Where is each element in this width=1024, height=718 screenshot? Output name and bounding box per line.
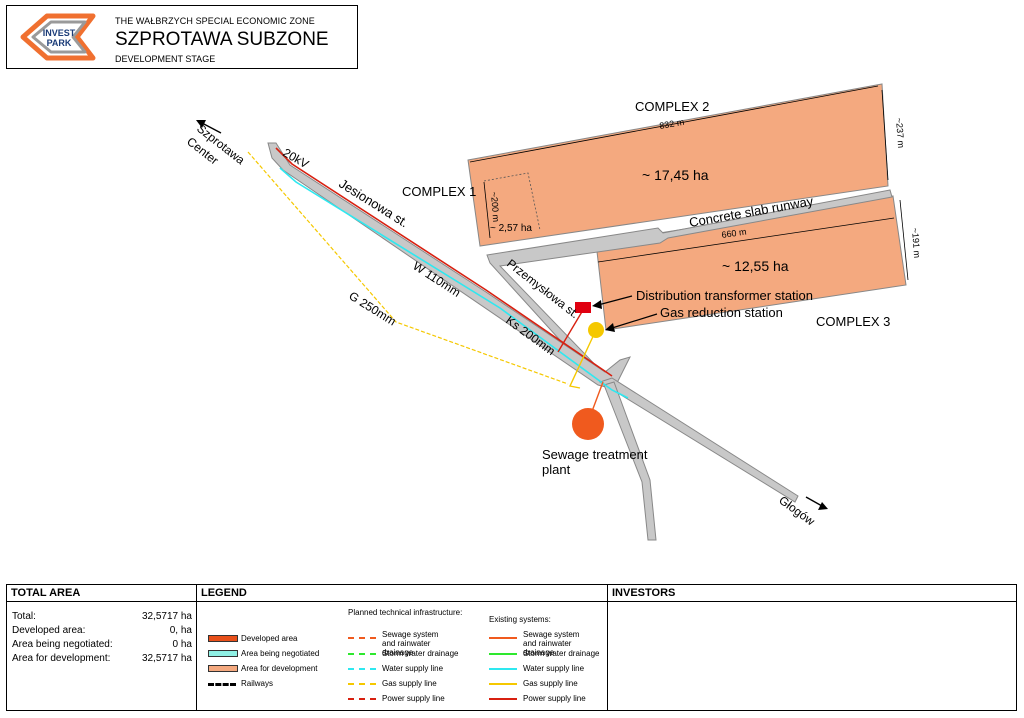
total-area-label: Area for development: [12,653,111,664]
legend-label: Railways [241,679,274,688]
existing-systems-title: Existing systems: [489,615,551,624]
dimension-line-191 [899,199,909,281]
planned-infrastructure-title: Planned technical infrastructure: [348,608,463,617]
legend-line-existing-storm [489,653,517,655]
legend-swatch-developed [208,635,238,642]
subzone-title: SZPROTAWA SUBZONE [115,29,329,50]
legend-railways-line [208,683,236,686]
legend-swatch-negotiated [208,650,238,657]
legend-line-existing-gas [489,683,517,685]
arrow-head-northwest-icon [196,120,206,128]
label-area-complex-2: ~ 17,45 ha [642,167,709,183]
total-area-heading: TOTAL AREA [7,585,196,602]
legend-label: Water supply line [382,664,444,673]
title-block: INVEST PARK THE WAŁBRZYCH SPECIAL ECONOM… [6,5,358,69]
logo-text-invest: INVEST [43,28,76,38]
total-area-label: Developed area: [12,625,86,636]
total-area-row: Area being negotiated: 0 ha [12,639,192,650]
total-area-label: Total: [12,611,36,622]
legend-line-existing-sewage [489,637,517,639]
label-complex-2: COMPLEX 2 [635,99,709,114]
label-dim-191: ~191 m [910,227,922,258]
gas-supply-line [247,151,569,385]
road-to-glogow [598,377,799,503]
legend-line-planned-sewage [348,637,376,639]
label-sewage-line-2: plant [542,462,571,477]
legend-label: Gas supply line [523,679,578,688]
label-area-complex-3: ~ 12,55 ha [722,258,789,274]
investors-heading: INVESTORS [608,585,1016,602]
total-area-label: Area being negotiated: [12,639,113,650]
total-area-value: 0, ha [169,625,192,636]
power-supply-line [275,147,613,377]
legend-line-planned-storm [348,653,376,655]
total-area-value: 32,5717 ha [141,611,192,622]
legend-label: Area being negotiated [241,649,320,658]
sewage-treatment-plant [572,408,604,440]
legend-swatch-development [208,665,238,672]
total-area-row: Developed area: 0, ha [12,625,192,636]
transformer-station [575,302,591,313]
legend-label: Developed area [241,634,298,643]
legend-label: Storm water drainage [523,649,600,658]
legend-label: Storm water drainage [382,649,459,658]
arrow-to-gas-station [611,313,658,329]
label-transformer-station: Distribution transformer station [636,288,813,303]
legend-label: Gas supply line [382,679,437,688]
dimension-line-832 [469,85,879,163]
legend-line-planned-gas [348,683,376,685]
total-area-row: Area for development: 32,5717 ha [12,653,192,664]
gas-supply-line-existing [568,329,597,389]
dimension-line-237 [881,89,889,181]
total-area-row: Total: 32,5717 ha [12,611,192,622]
label-dim-237: ~237 m [894,117,906,148]
invest-park-logo: INVEST PARK [20,13,96,61]
arrow-head-transformer-icon [592,300,602,309]
legend-label: Power supply line [382,694,445,703]
legend-section: LEGEND Developed area Area being negotia… [197,585,608,710]
legend-line-planned-water [348,668,376,670]
total-area-section: TOTAL AREA Total: 32,5717 ha Developed a… [7,585,197,710]
dimension-line-660 [597,217,895,263]
site-map: COMPLEX 2 COMPLEX 1 COMPLEX 3 ~ 17,45 ha… [184,83,922,541]
arrow-glogow [805,496,823,507]
water-supply-line [279,167,629,399]
label-area-subparcel: ~ 2,57 ha [490,223,532,234]
footer-panel: TOTAL AREA Total: 32,5717 ha Developed a… [6,584,1017,711]
legend-line-planned-power [348,698,376,700]
arrow-szprotawa-center [201,122,222,134]
label-complex-1: COMPLEX 1 [402,184,476,199]
label-dim-660: 660 m [721,227,747,240]
label-dim-200: ~200 m [489,191,501,222]
legend-line-existing-water [489,668,517,670]
development-stage: DEVELOPMENT STAGE [115,54,216,64]
arrow-head-southeast-icon [818,502,828,510]
legend-label: Sewage system and rainwater drainage [523,630,580,657]
total-area-value: 0 ha [172,639,192,650]
complex-2-parcel [467,83,889,247]
legend-label: Water supply line [523,664,585,673]
investors-section: INVESTORS [608,585,1016,710]
legend-line-existing-power [489,698,517,700]
legend-label: Power supply line [523,694,586,703]
legend-label: Sewage system and rainwater drainage [382,630,439,657]
legend-label: Area for development [241,664,318,673]
dimension-line-200 [483,181,491,239]
label-dim-832: 832 m [659,117,685,131]
total-area-value: 32,5717 ha [141,653,192,664]
legend-heading: LEGEND [197,585,607,602]
label-sewage-line-1: Sewage treatment [542,447,648,462]
arrow-to-transformer [597,295,633,306]
label-gas-reduction-station: Gas reduction station [660,305,783,320]
arrow-head-gas-icon [605,323,615,332]
complex-1-subparcel [483,172,541,231]
zone-name: THE WAŁBRZYCH SPECIAL ECONOMIC ZONE [115,16,315,26]
transformer-line [557,309,584,353]
road-south [603,381,657,541]
logo-text-park: PARK [47,38,72,48]
gas-reduction-station [588,322,604,338]
label-complex-3: COMPLEX 3 [816,314,890,329]
